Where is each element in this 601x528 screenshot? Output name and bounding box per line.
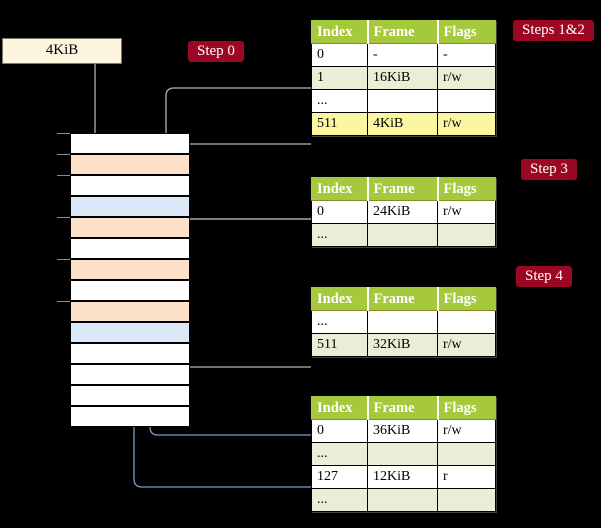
cell-frame: 16KiB [367,66,438,90]
cell-flags [437,442,496,466]
table-row: ... [311,488,496,512]
cell-flags: - [437,43,496,67]
cell-index: ... [311,89,368,113]
badge-label: Step 0 [197,43,235,59]
badge-steps-1-2: Steps 1&2 [513,20,594,41]
cell-flags: r/w [437,200,496,224]
memory-frame-row [70,175,190,196]
table-row: ... [311,223,496,247]
column-header-index: Index [311,287,368,311]
memory-frame-row [70,301,190,322]
cell-flags [437,310,496,334]
cell-frame: - [367,43,438,67]
memory-row-tick [57,175,70,176]
cell-index: ... [311,223,368,247]
cell-index: ... [311,310,368,334]
column-header-index: Index [311,20,368,44]
cell-index: 1 [311,66,368,90]
table-row: ... [311,442,496,466]
cell-index: ... [311,488,368,512]
badge-step-4: Step 4 [516,266,572,287]
cell-frame [367,223,438,247]
memory-frame-row [70,343,190,364]
column-header-frame: Frame [366,287,438,311]
cell-flags: r/w [437,66,496,90]
cell-frame: 36KiB [367,419,438,443]
cell-frame [367,89,438,113]
cell-frame [367,442,438,466]
memory-frame-row [70,280,190,301]
badge-label: Step 4 [525,268,563,284]
physical-memory-column [57,133,190,427]
badge-label: Steps 1&2 [522,22,585,38]
cell-frame [367,488,438,512]
column-header-index: Index [311,177,368,201]
memory-frame-row [70,406,190,427]
column-header-frame: Frame [366,177,438,201]
cell-frame: 32KiB [367,333,438,357]
column-header-index: Index [311,396,368,420]
source-frame-box: 4KiB [2,38,122,64]
cell-flags: r/w [437,112,496,136]
cell-frame: 24KiB [367,200,438,224]
memory-frame-row [70,364,190,385]
cell-flags [437,89,496,113]
column-header-frame: Frame [366,20,438,44]
memory-frame-row [70,238,190,259]
cell-frame: 12KiB [367,465,438,489]
column-header-flags: Flags [436,287,496,311]
badge-step-0: Step 0 [188,41,244,62]
cell-flags: r [437,465,496,489]
cell-index: 511 [311,333,368,357]
memory-frame-row [70,133,190,154]
cell-flags: r/w [437,419,496,443]
memory-row-tick [57,301,70,302]
badge-step-3: Step 3 [521,159,577,180]
source-frame-label: 4KiB [45,42,79,58]
memory-frame-row [70,217,190,238]
column-header-flags: Flags [436,396,496,420]
table-row: ... [311,310,496,334]
column-header-frame: Frame [366,396,438,420]
cell-index: 0 [311,419,368,443]
cell-index: 0 [311,43,368,67]
memory-row-tick [57,133,70,134]
memory-frame-row [70,154,190,175]
cell-flags [437,488,496,512]
cell-index: 127 [311,465,368,489]
memory-frame-row [70,259,190,280]
cell-flags: r/w [437,333,496,357]
memory-frame-row [70,322,190,343]
badge-label: Step 3 [530,161,568,177]
cell-index: ... [311,442,368,466]
memory-frame-row [70,385,190,406]
table-row: ... [311,89,496,113]
cell-index: 0 [311,200,368,224]
cell-frame [367,310,438,334]
column-header-flags: Flags [436,20,496,44]
column-header-flags: Flags [436,177,496,201]
cell-frame: 4KiB [367,112,438,136]
cell-index: 511 [311,112,368,136]
memory-frame-row [70,196,190,217]
cell-flags [437,223,496,247]
memory-row-tick [57,154,70,155]
memory-row-tick [57,217,70,218]
memory-row-tick [57,259,70,260]
table-row: 0-- [311,43,496,67]
